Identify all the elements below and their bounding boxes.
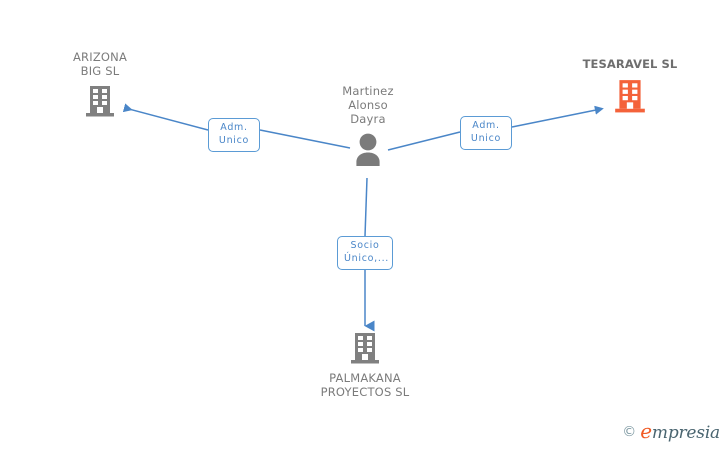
node-arizona-big-sl[interactable]: ARIZONA BIG SL: [48, 50, 152, 118]
brand-wordmark: empresia: [640, 419, 720, 443]
person-icon: [356, 133, 380, 166]
building-icon: [351, 333, 379, 364]
empresia-watermark: © empresia: [622, 419, 720, 443]
node-label-person: Martinez Alonso Dayra: [342, 84, 394, 126]
brand-initial: e: [640, 419, 652, 443]
node-label-tesaravel: TESARAVEL SL: [582, 57, 678, 71]
brand-rest: mpresia: [651, 423, 720, 443]
node-tesaravel-sl[interactable]: TESARAVEL SL: [572, 57, 688, 114]
edge-label-adm-unico-tesaravel[interactable]: Adm. Unico: [460, 116, 512, 150]
building-icon: [615, 80, 645, 113]
building-icon: [86, 86, 114, 117]
node-label-palmakana: PALMAKANA PROYECTOS SL: [320, 371, 410, 399]
node-label-arizona: ARIZONA BIG SL: [72, 50, 128, 78]
edge-label-adm-unico-arizona[interactable]: Adm. Unico: [208, 118, 260, 152]
edge-label-socio-unico-palmakana[interactable]: Socio Único,...: [337, 236, 393, 270]
copyright-icon: ©: [622, 424, 637, 440]
node-palmakana-proyectos-sl[interactable]: PALMAKANA PROYECTOS SL: [305, 331, 425, 399]
node-person-martinez-alonso-dayra[interactable]: Martinez Alonso Dayra: [312, 84, 424, 166]
